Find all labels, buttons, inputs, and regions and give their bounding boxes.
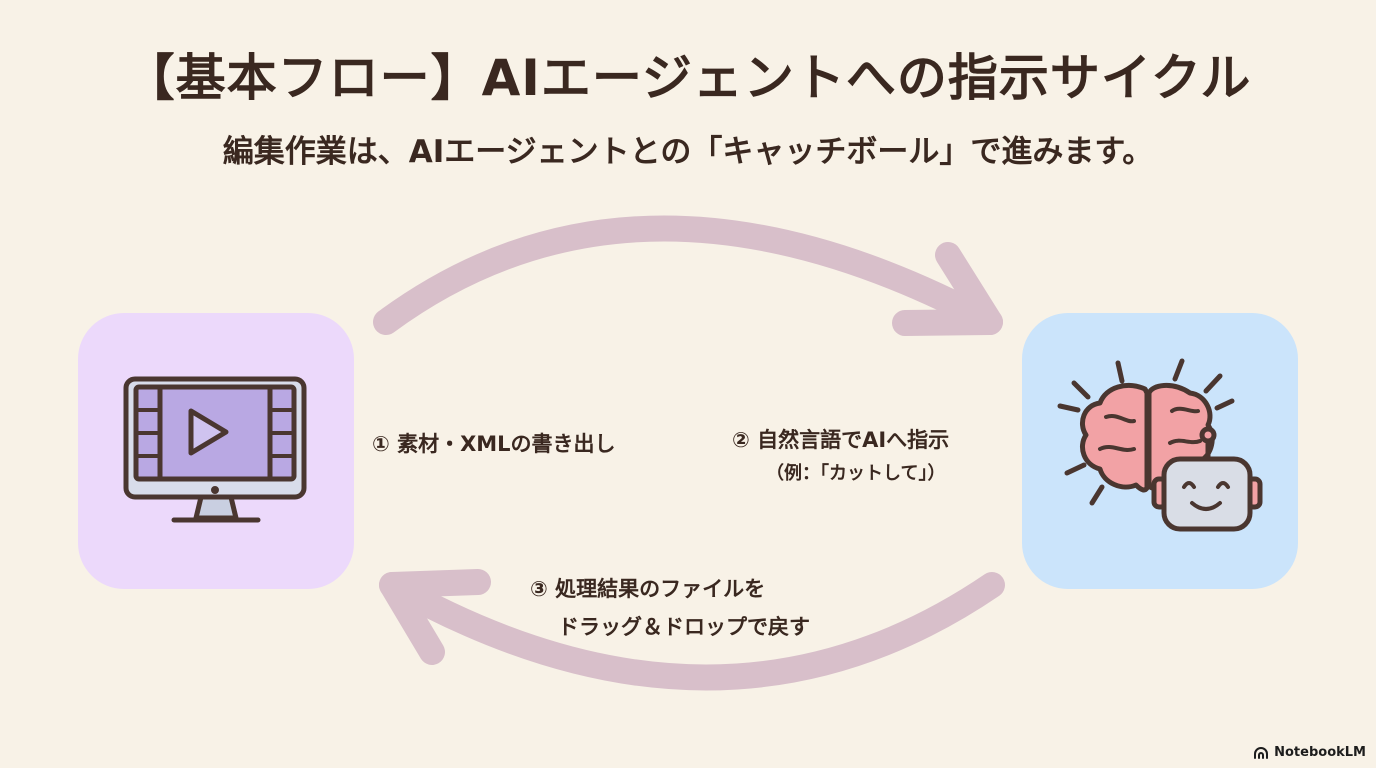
- video-editor-card: [78, 313, 354, 589]
- notebooklm-logo-icon: [1254, 746, 1269, 759]
- bottom-arrow-arc: [379, 572, 1005, 691]
- step2-label: ② 自然言語でAIへ指示: [732, 428, 950, 452]
- notebooklm-watermark: NotebookLM: [1253, 745, 1366, 760]
- video-editor-monitor-icon: [123, 376, 307, 523]
- ai-agent-card: [1022, 313, 1298, 589]
- step1-label: ① 素材・XMLの書き出し: [372, 432, 616, 456]
- page-subtitle: 編集作業は、AIエージェントとの「キャッチボール」で進みます。: [222, 134, 1154, 170]
- step3-label-line2: ドラッグ＆ドロップで戻す: [558, 615, 810, 639]
- step3-label: ③ 処理結果のファイルを ドラッグ＆ドロップで戻す: [530, 570, 930, 646]
- top-arrow-arc: [373, 215, 1003, 335]
- bottom-arrow-head: [379, 569, 491, 665]
- step3-label-line1: ③ 処理結果のファイルを: [530, 577, 766, 601]
- top-arrow-head: [892, 242, 1003, 336]
- brain-robot-icon: [1057, 358, 1263, 532]
- page-title: 【基本フロー】AIエージェントへの指示サイクル: [124, 49, 1252, 107]
- watermark-text: NotebookLM: [1274, 745, 1366, 760]
- step2-example-note: （例：「カットして」）: [766, 463, 946, 484]
